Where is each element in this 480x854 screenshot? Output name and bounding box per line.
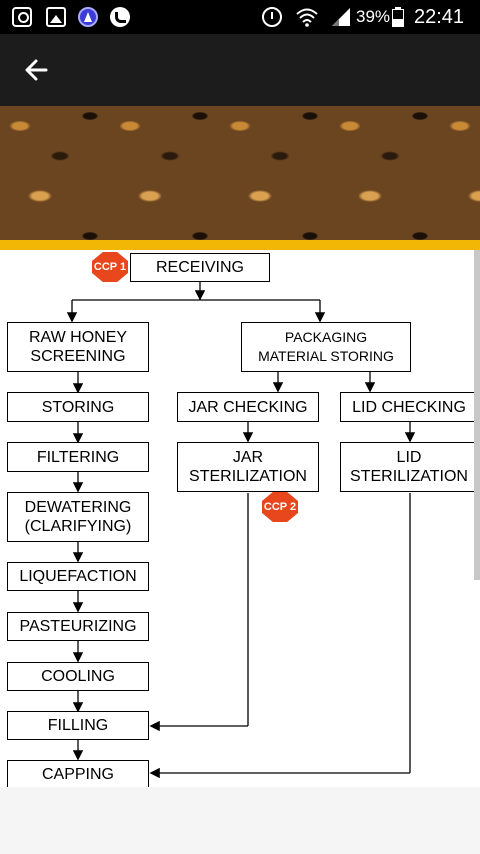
step-dewatering: DEWATERING (CLARIFYING) — [7, 492, 149, 542]
status-bar: 39% 22:41 — [0, 0, 480, 34]
gallery-notification-icon — [46, 7, 66, 27]
alarm-icon — [262, 7, 282, 27]
scrollbar[interactable] — [474, 250, 480, 580]
step-cooling: COOLING — [7, 662, 149, 691]
battery-icon — [392, 7, 404, 27]
step-filling: FILLING — [7, 711, 149, 740]
step-capping: CAPPING — [7, 760, 149, 787]
step-filtering: FILTERING — [7, 442, 149, 472]
bottom-area — [0, 787, 480, 854]
app-bar — [0, 34, 480, 106]
phone-notification-icon — [110, 7, 130, 27]
step-lid-sterilization: LID STERILIZATION — [340, 442, 478, 492]
search-notification-icon — [12, 7, 32, 27]
clock: 22:41 — [414, 6, 465, 28]
app-notification-icon — [78, 7, 98, 27]
ccp1-badge: CCP 1 — [92, 252, 128, 282]
accent-bar — [0, 240, 480, 250]
back-arrow-icon[interactable] — [22, 56, 52, 84]
step-packaging-material-storing: PACKAGING MATERIAL STORING — [241, 322, 411, 372]
wifi-icon — [296, 7, 318, 27]
step-liquefaction: LIQUEFACTION — [7, 562, 149, 591]
bees-banner-image — [0, 106, 480, 240]
step-raw-honey-screening: RAW HONEY SCREENING — [7, 322, 149, 372]
step-jar-sterilization: JAR STERILIZATION — [177, 442, 319, 492]
battery-percent: 39% — [356, 7, 391, 26]
signal-icon — [330, 7, 350, 27]
step-pasteurizing: PASTEURIZING — [7, 612, 149, 641]
honey-processing-flowchart: CCP 1 RECEIVING RAW HONEY SCREENING PACK… — [0, 250, 480, 787]
step-jar-checking: JAR CHECKING — [177, 392, 319, 422]
flow-connectors — [66, 281, 416, 779]
step-lid-checking: LID CHECKING — [340, 392, 478, 422]
ccp2-badge: CCP 2 — [262, 492, 298, 522]
step-receiving: RECEIVING — [130, 253, 270, 282]
step-storing: STORING — [7, 392, 149, 422]
